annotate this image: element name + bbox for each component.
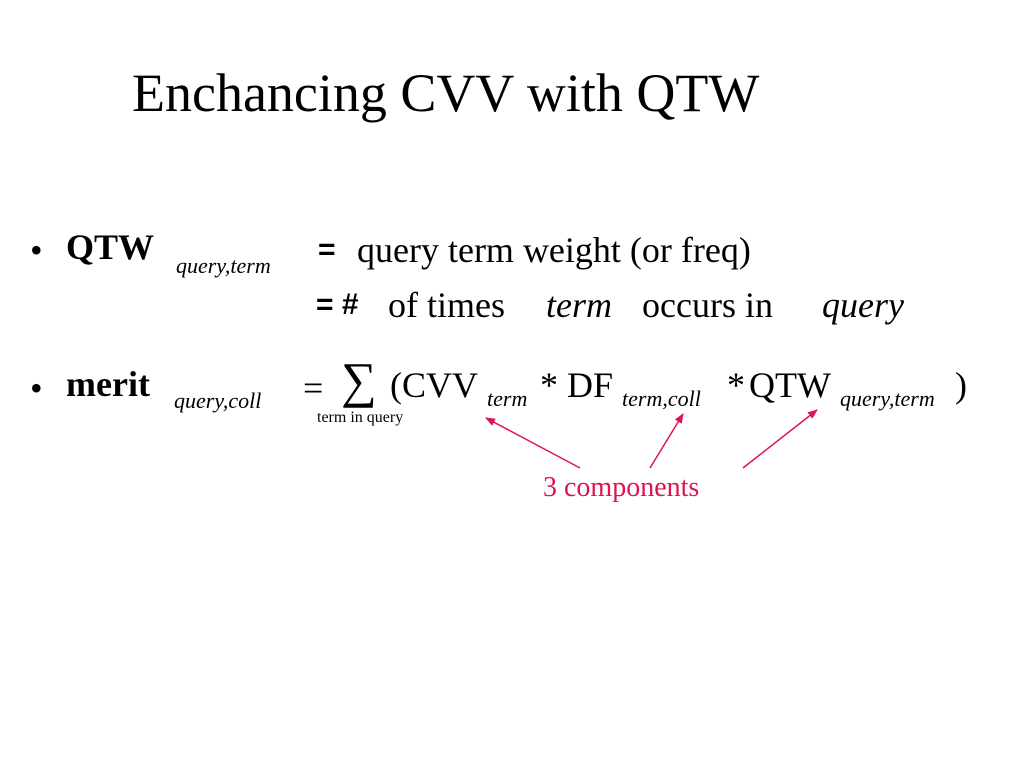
qtw-term: QTW	[66, 227, 155, 267]
merit-subscript: query,coll	[174, 388, 262, 413]
qtw-equals: =	[318, 233, 336, 266]
qtw-subscript: query,term	[176, 253, 271, 278]
components-annotation: 3 components	[543, 472, 700, 503]
cvv-subscript: term	[487, 386, 528, 411]
bullet-marker-2: •	[30, 368, 43, 408]
merit-term: merit	[66, 364, 150, 404]
qtw-def2-occurs-in: occurs in	[642, 285, 773, 325]
formula-open-cvv: (CVV	[390, 365, 478, 405]
qtw-formula-subscript: query,term	[840, 386, 935, 411]
arrow-to-qtw	[742, 409, 818, 469]
formula-close-paren: )	[955, 365, 967, 405]
bullet-marker-1: •	[30, 230, 43, 270]
sum-symbol: ∑	[341, 352, 377, 408]
qtw-def2-term: term	[546, 285, 612, 325]
qtw-def2-of-times: of times	[388, 285, 505, 325]
sum-range-label: term in query	[317, 409, 404, 426]
formula-mult: *	[727, 365, 745, 405]
formula-mult-df: * DF	[540, 365, 614, 405]
formula-qtw: QTW	[749, 365, 831, 405]
arrow-to-cvv	[485, 417, 581, 469]
df-subscript: term,coll	[622, 386, 701, 411]
qtw-equals-hash: = #	[316, 288, 359, 321]
slide-title: Enchancing CVV with QTW	[132, 63, 760, 123]
qtw-def2-query: query	[822, 285, 904, 325]
arrow-to-df	[649, 413, 684, 469]
merit-equals: =	[303, 368, 324, 408]
qtw-definition: query term weight (or freq)	[357, 230, 751, 270]
